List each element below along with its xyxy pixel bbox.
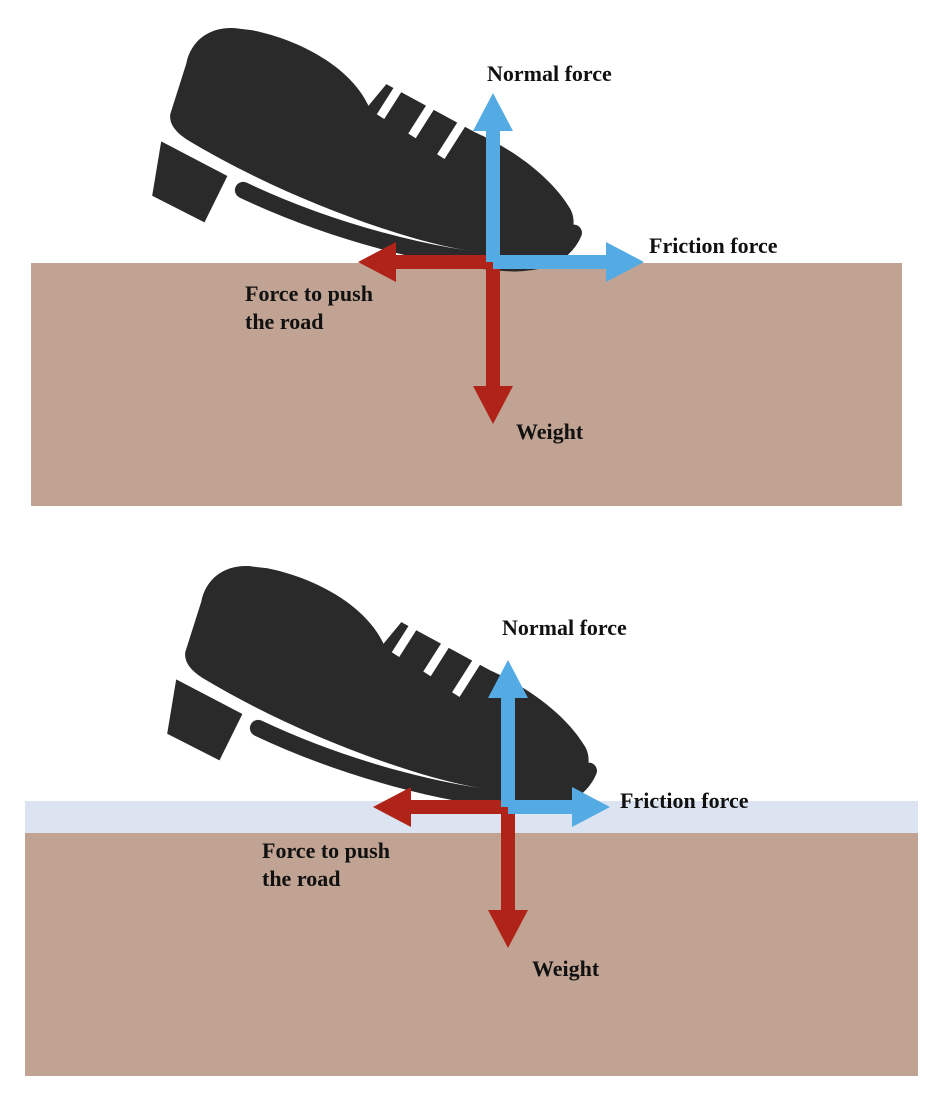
friction-force-arrow [493,242,644,282]
push-force-arrow [373,787,508,827]
friction-force-arrow [508,787,610,827]
road-surface [31,263,902,506]
weight-force-arrow [488,807,528,948]
road-surface [25,833,918,1076]
icy-road-force-diagram [25,547,918,1076]
dry-road-force-diagram [31,0,902,506]
push-force-arrow [358,242,493,282]
normal-force-arrow [488,660,528,807]
normal-force-arrow [473,93,513,262]
weight-force-arrow [473,262,513,424]
